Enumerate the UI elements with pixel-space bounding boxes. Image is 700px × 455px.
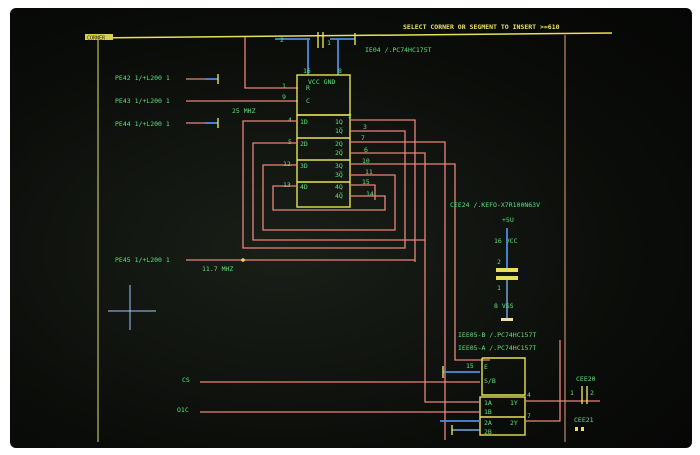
svg-text:S/B: S/B bbox=[484, 377, 496, 385]
capacitor-cee24[interactable]: CEE24 /.KEFO-X7R100N63V +5U 16 VCC 8 VSS… bbox=[450, 201, 540, 321]
svg-text:2B: 2B bbox=[484, 428, 492, 436]
svg-text:4Q: 4Q bbox=[335, 183, 343, 191]
svg-text:CEE20: CEE20 bbox=[576, 375, 596, 383]
command-prompt: SELECT CORNER OR SEGMENT TO INSERT >=610 bbox=[403, 23, 560, 31]
svg-text:16 VCC: 16 VCC bbox=[494, 237, 518, 245]
svg-text:7: 7 bbox=[527, 412, 531, 420]
svg-text:12: 12 bbox=[283, 160, 291, 168]
svg-text:4Q̅: 4Q̅ bbox=[335, 191, 343, 200]
svg-text:2Q̅: 2Q̅ bbox=[335, 148, 343, 157]
svg-text:3Q̅: 3Q̅ bbox=[335, 170, 343, 179]
iee05-a-label: IEE05-A /.PC74HC157T bbox=[458, 344, 536, 352]
svg-text:1D: 1D bbox=[300, 118, 308, 126]
svg-text:2A: 2A bbox=[484, 419, 492, 427]
svg-text:2Y: 2Y bbox=[510, 419, 518, 427]
chip-ie04[interactable]: VCC GND 1 9 R C 4 5 12 13 1D 2D 3D 4D 1Q… bbox=[282, 74, 374, 208]
svg-text:11: 11 bbox=[365, 168, 373, 176]
svg-text:R: R bbox=[306, 84, 310, 92]
svg-text:9: 9 bbox=[282, 93, 286, 101]
net-label-cs: CS bbox=[182, 376, 190, 384]
capacitor-cee20[interactable]: CEE20 1 2 bbox=[570, 375, 596, 404]
svg-text:2: 2 bbox=[280, 36, 284, 44]
svg-text:2: 2 bbox=[497, 258, 501, 266]
net-label-pe44: PE44 1/+L200 1 bbox=[115, 120, 170, 128]
freq-label-11-7mhz: 11.7 MHZ bbox=[202, 265, 233, 273]
iee05-b-label: IEE05-B /.PC74HC157T bbox=[458, 331, 536, 339]
svg-text:13: 13 bbox=[283, 181, 291, 189]
wire-reset[interactable] bbox=[244, 37, 298, 89]
crosshair-cursor bbox=[108, 285, 156, 330]
svg-text:1: 1 bbox=[282, 82, 286, 90]
capacitor-cee21[interactable]: CEE21 bbox=[574, 416, 594, 431]
svg-text:2D: 2D bbox=[300, 140, 308, 148]
svg-text:4D: 4D bbox=[300, 183, 308, 191]
svg-text:1: 1 bbox=[327, 39, 331, 47]
chip-iee05[interactable]: 15 E S/B 1A 1B 2A 2B 1Y 2Y 4 7 bbox=[466, 357, 531, 436]
freq-label-25mhz: 25 MHZ bbox=[232, 107, 256, 115]
svg-text:7: 7 bbox=[361, 134, 365, 142]
title-bar-line bbox=[84, 32, 613, 39]
svg-text:15: 15 bbox=[362, 178, 370, 186]
svg-text:2: 2 bbox=[348, 112, 352, 120]
svg-text:4: 4 bbox=[527, 391, 531, 399]
svg-text:6: 6 bbox=[364, 146, 368, 154]
svg-text:3Q: 3Q bbox=[335, 162, 343, 170]
net-label-o1c: O1C bbox=[177, 406, 189, 414]
svg-text:1A: 1A bbox=[484, 399, 492, 407]
svg-text:5: 5 bbox=[288, 138, 292, 146]
svg-text:2Q: 2Q bbox=[335, 140, 343, 148]
svg-text:+5U: +5U bbox=[502, 216, 514, 224]
svg-text:1Y: 1Y bbox=[510, 399, 518, 407]
svg-text:CEE21: CEE21 bbox=[574, 416, 594, 424]
svg-text:1B: 1B bbox=[484, 408, 492, 416]
ie04-label: IE04 /.PC74HC175T bbox=[365, 46, 432, 54]
svg-text:E: E bbox=[484, 363, 488, 371]
svg-text:14: 14 bbox=[366, 190, 374, 198]
svg-text:8: 8 bbox=[338, 67, 342, 75]
svg-text:4: 4 bbox=[288, 116, 292, 124]
svg-text:1Q̅: 1Q̅ bbox=[335, 126, 343, 135]
net-label-pe45: PE45 1/+L200 1 bbox=[115, 256, 170, 264]
svg-text:2: 2 bbox=[590, 389, 594, 397]
svg-text:15: 15 bbox=[466, 362, 474, 370]
svg-text:1: 1 bbox=[570, 389, 574, 397]
mode-badge bbox=[85, 34, 113, 40]
svg-text:VCC GND: VCC GND bbox=[308, 78, 335, 86]
mode-label: CORNER bbox=[87, 36, 106, 42]
feedback-wires[interactable] bbox=[242, 119, 490, 440]
net-label-pe43: PE43 1/+L200 1 bbox=[115, 97, 170, 105]
svg-text:16: 16 bbox=[303, 67, 311, 75]
svg-text:8 VSS: 8 VSS bbox=[494, 302, 514, 310]
svg-text:1: 1 bbox=[497, 284, 501, 292]
crt-screen bbox=[10, 8, 692, 448]
net-label-pe42: PE42 1/+L200 1 bbox=[115, 74, 170, 82]
svg-text:CEE24 /.KEFO-X7R100N63V: CEE24 /.KEFO-X7R100N63V bbox=[450, 201, 540, 209]
svg-text:C: C bbox=[306, 97, 310, 105]
svg-text:3: 3 bbox=[363, 123, 367, 131]
svg-text:1Q: 1Q bbox=[335, 118, 343, 126]
svg-text:10: 10 bbox=[362, 157, 370, 165]
svg-text:3D: 3D bbox=[300, 162, 308, 170]
